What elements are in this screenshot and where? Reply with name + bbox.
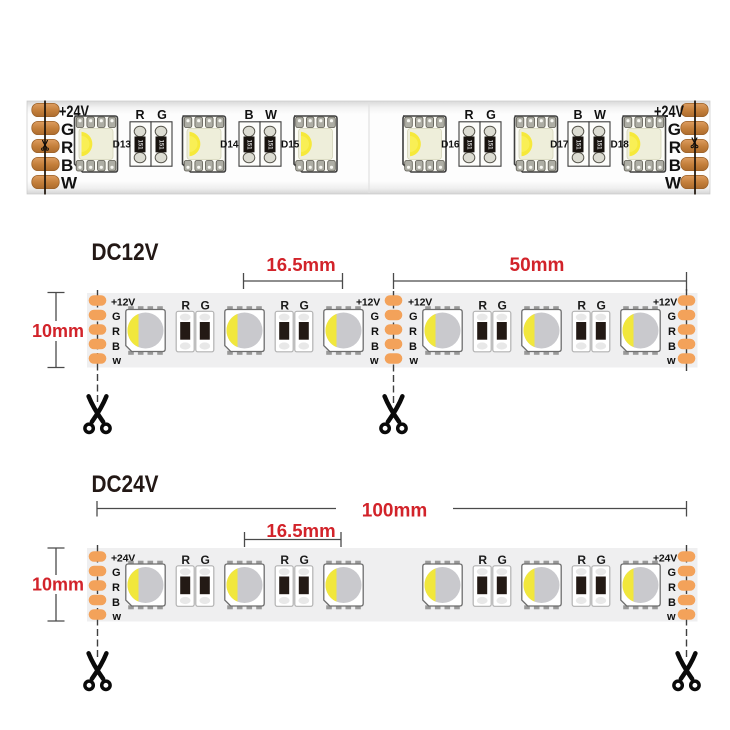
svg-text:B: B <box>573 108 582 122</box>
svg-text:10mm: 10mm <box>32 321 84 341</box>
svg-text:DC12V: DC12V <box>92 239 160 266</box>
svg-text:w: w <box>409 355 419 367</box>
svg-text:R: R <box>135 108 144 122</box>
svg-text:w: w <box>666 355 676 367</box>
svg-text:R: R <box>61 138 73 157</box>
svg-text:16.5mm: 16.5mm <box>266 520 335 541</box>
svg-text:+24V: +24V <box>653 553 677 565</box>
svg-text:G: G <box>486 108 496 122</box>
svg-text:D17: D17 <box>550 140 569 151</box>
svg-text:B: B <box>371 341 379 353</box>
svg-text:G: G <box>409 311 418 323</box>
svg-text:G: G <box>157 108 167 122</box>
svg-text:DC24V: DC24V <box>92 471 160 498</box>
svg-text:B: B <box>668 597 676 609</box>
svg-text:D14: D14 <box>220 140 239 151</box>
svg-text:R: R <box>668 326 676 338</box>
svg-text:R: R <box>112 582 120 594</box>
svg-text:G: G <box>667 567 676 579</box>
svg-text:+12V: +12V <box>408 297 432 309</box>
svg-text:B: B <box>112 597 120 609</box>
svg-text:50mm: 50mm <box>510 255 565 276</box>
svg-text:B: B <box>244 108 253 122</box>
svg-text:w: w <box>112 611 122 623</box>
svg-text:B: B <box>112 341 120 353</box>
svg-text:B: B <box>669 156 681 175</box>
svg-text:D18: D18 <box>611 140 630 151</box>
svg-text:D15: D15 <box>281 140 300 151</box>
svg-text:+12V: +12V <box>356 297 380 309</box>
svg-text:G: G <box>370 311 379 323</box>
svg-text:+12V: +12V <box>653 297 677 309</box>
svg-text:R: R <box>371 326 379 338</box>
svg-text:+12V: +12V <box>111 297 135 309</box>
svg-text:G: G <box>112 567 121 579</box>
svg-text:R: R <box>669 138 681 157</box>
svg-text:100mm: 100mm <box>362 501 428 522</box>
svg-text:B: B <box>61 156 73 175</box>
svg-text:w: w <box>369 355 379 367</box>
svg-text:w: w <box>112 355 122 367</box>
svg-text:B: B <box>668 341 676 353</box>
svg-text:R: R <box>668 582 676 594</box>
svg-text:G: G <box>667 311 676 323</box>
svg-text:D13: D13 <box>113 140 132 151</box>
svg-text:W: W <box>594 108 606 122</box>
svg-text:D16: D16 <box>441 140 460 151</box>
svg-text:W: W <box>265 108 277 122</box>
svg-text:R: R <box>464 108 473 122</box>
svg-text:R: R <box>112 326 120 338</box>
svg-text:W: W <box>61 174 78 193</box>
svg-text:G: G <box>61 120 74 139</box>
svg-text:W: W <box>665 174 682 193</box>
svg-text:16.5mm: 16.5mm <box>266 254 335 275</box>
svg-text:G: G <box>112 311 121 323</box>
svg-text:G: G <box>668 120 681 139</box>
svg-text:R: R <box>409 326 417 338</box>
svg-text:10mm: 10mm <box>32 575 84 595</box>
svg-text:B: B <box>409 341 417 353</box>
svg-text:w: w <box>666 611 676 623</box>
